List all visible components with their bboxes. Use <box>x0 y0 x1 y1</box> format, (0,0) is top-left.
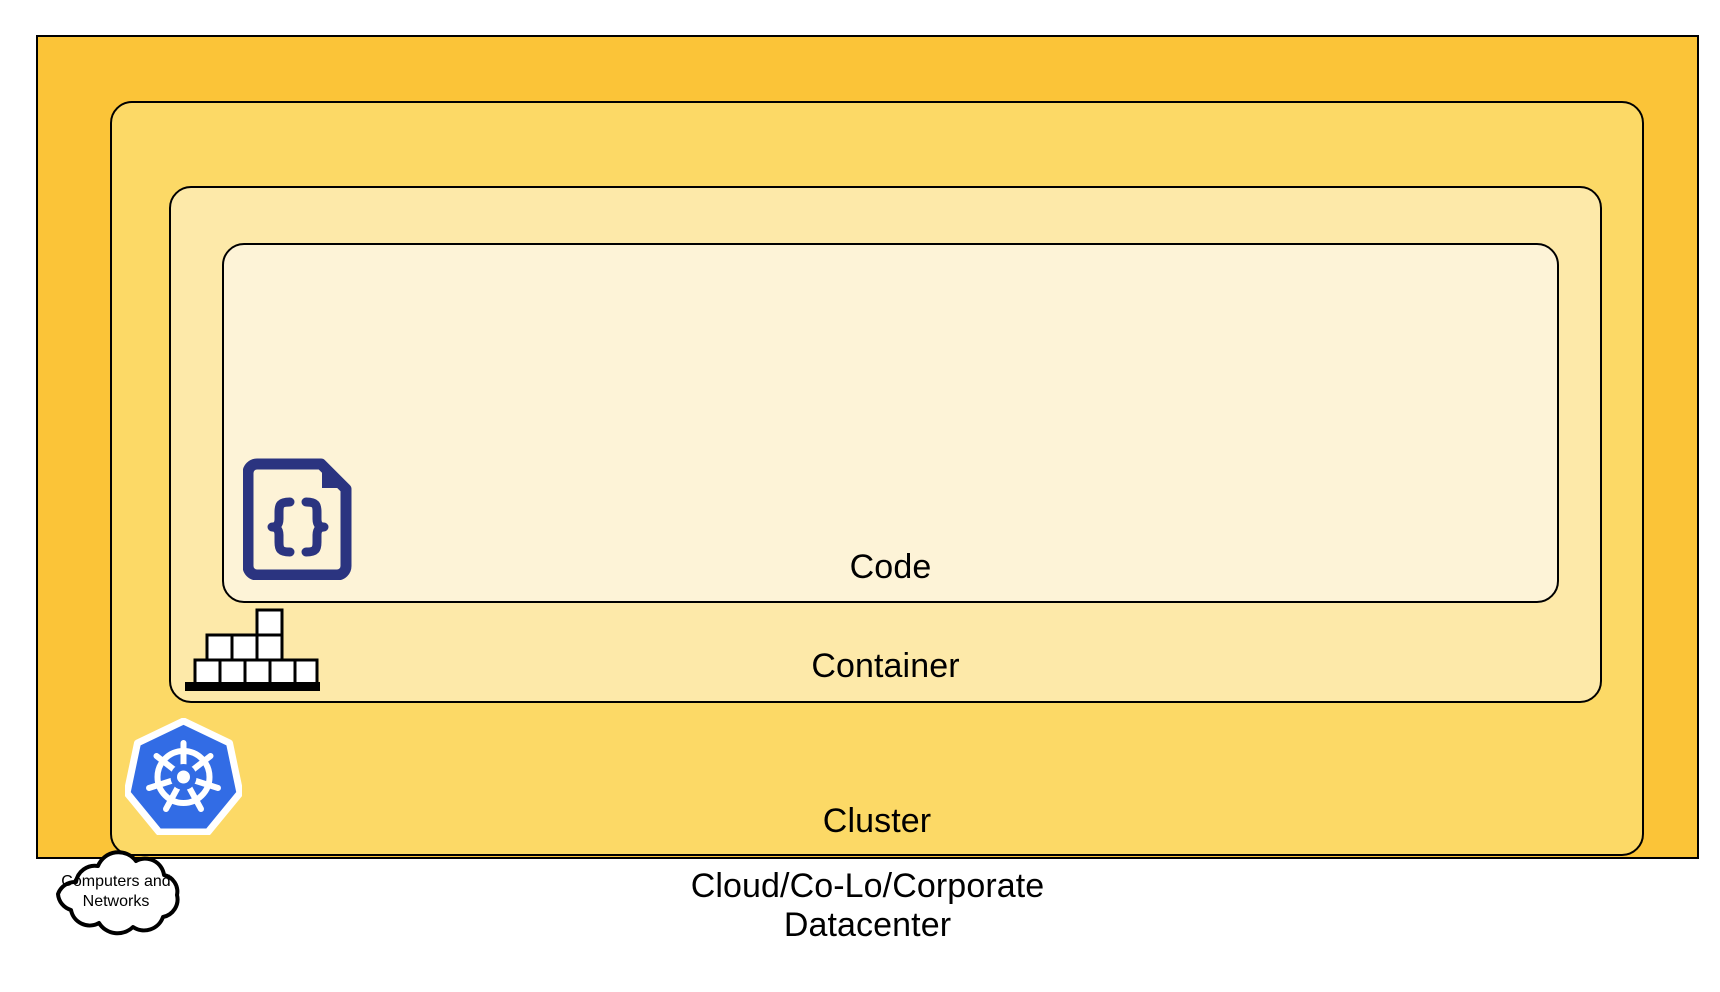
stacked-blocks-icon <box>185 606 320 691</box>
layer-label-container: Container <box>811 647 960 685</box>
layer-label-datacenter: Cloud/Co-Lo/Corporate Datacenter <box>690 867 1045 945</box>
json-document-icon <box>242 455 355 581</box>
kubernetes-helm-icon <box>123 717 244 836</box>
cloud-icon <box>36 848 196 946</box>
layer-label-cluster: Cluster <box>822 802 932 840</box>
layer-label-code: Code <box>849 548 932 586</box>
layer-code[interactable] <box>222 243 1559 603</box>
